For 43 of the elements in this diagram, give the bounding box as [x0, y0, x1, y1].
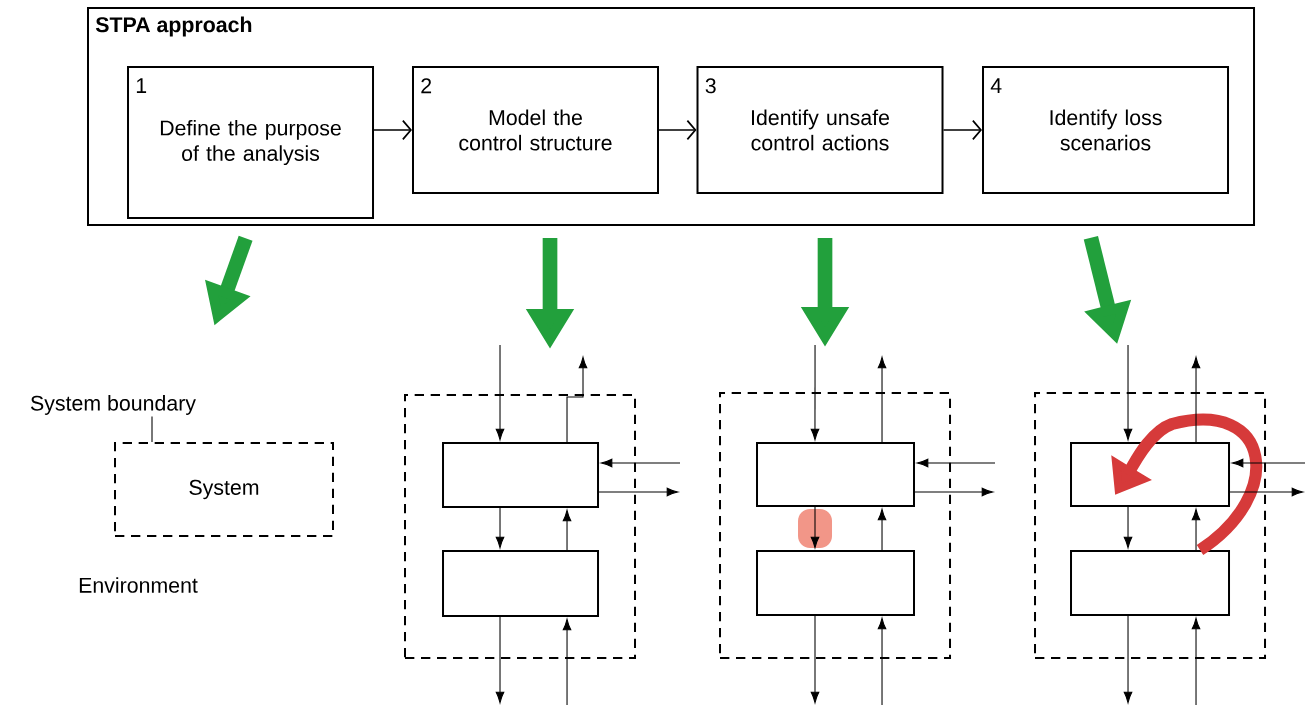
- leader-line: [151, 416, 153, 443]
- arrow: [877, 617, 887, 706]
- arrow: [600, 458, 681, 468]
- arrow: [1231, 458, 1306, 468]
- component-box: [1070, 550, 1230, 616]
- step-box: Identify unsafe control actions 3: [696, 66, 944, 194]
- arrow: [877, 356, 887, 443]
- system-box: System: [114, 442, 334, 537]
- arrow: [942, 119, 982, 141]
- boundary-label: System boundary: [30, 395, 196, 415]
- arrow: [810, 615, 820, 704]
- arrow: [877, 508, 887, 551]
- component-box: [756, 550, 915, 616]
- system-boundary-box: [404, 394, 636, 659]
- arrow: [495, 507, 505, 549]
- arrow: [1191, 508, 1201, 551]
- arrow: [562, 509, 572, 551]
- step-box: Define the purpose of the analysis 1: [127, 66, 374, 219]
- arrow: [495, 344, 505, 441]
- arrow: [495, 616, 505, 704]
- component-box: [442, 442, 599, 508]
- arrow: [1191, 617, 1201, 706]
- arrow: [810, 506, 820, 549]
- arrow: [1123, 344, 1133, 441]
- system-boundary-box: [719, 392, 951, 659]
- arrow: [914, 487, 994, 497]
- arrow: [1229, 487, 1304, 497]
- arrow: [566, 356, 588, 443]
- step-box: Identify loss scenarios 4: [982, 66, 1229, 194]
- component-box: [442, 550, 599, 617]
- system-boundary-box: [1034, 392, 1266, 659]
- arrow: [1123, 506, 1133, 549]
- environment-label: Environment: [79, 577, 198, 593]
- arrow: [373, 119, 412, 141]
- arrow: [658, 119, 697, 141]
- component-box: [756, 442, 915, 507]
- arrow: [916, 458, 996, 468]
- arrow: [810, 344, 820, 441]
- arrow: [1191, 356, 1201, 443]
- arrow: [598, 487, 679, 497]
- arrow: [1123, 615, 1133, 704]
- arrow: [562, 618, 572, 706]
- step-box: Model the control structure 2: [412, 66, 659, 194]
